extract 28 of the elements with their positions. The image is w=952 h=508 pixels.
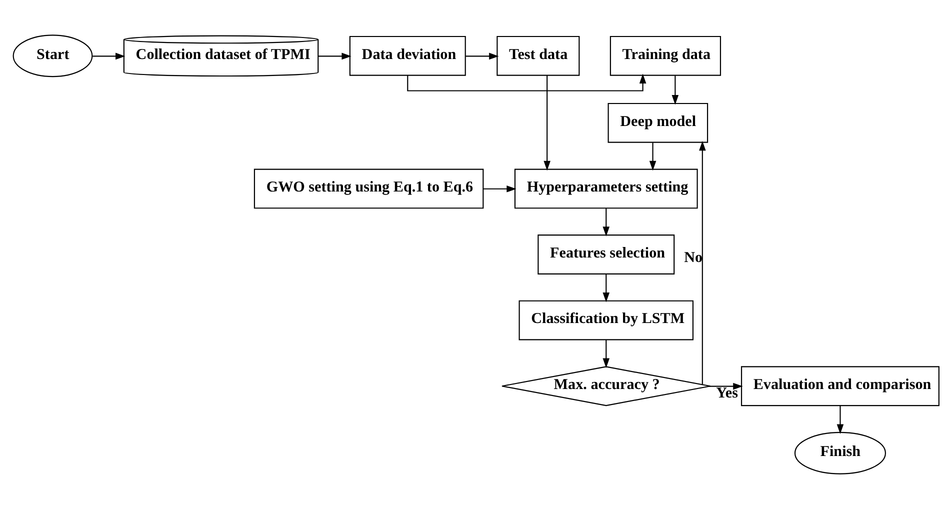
node-diamond: Max. accuracy ? [501,366,711,406]
arrow [602,208,610,236]
node-box: Test data [496,35,580,76]
node-box: Evaluation and comparison [740,366,940,406]
arrow [836,405,844,434]
arrow [483,185,516,192]
arrow [649,142,656,170]
arrow [672,75,679,104]
arrow [699,140,706,384]
node-ellipse: Finish [794,431,886,474]
node-box: GWO setting using Eq.1 to Eq.6 [254,168,484,208]
edge-label: Yes [716,384,738,401]
node-box: Deep model [608,102,708,142]
node-ellipse: Start [12,34,93,77]
arrow [466,52,499,60]
node-box: Features selection [538,234,675,274]
arrow [602,340,610,368]
node-box: Training data [610,35,722,76]
arrow [544,75,550,170]
arrow [318,52,352,60]
node-box: Data deviation [349,35,466,76]
arrow [710,382,743,390]
node-box: Classification by LSTM [518,300,694,340]
edge-label: No [684,250,703,266]
arrow [92,52,126,60]
node-box: Hyperparameters setting [514,168,698,208]
arrow [407,73,646,91]
arrow [602,274,610,302]
